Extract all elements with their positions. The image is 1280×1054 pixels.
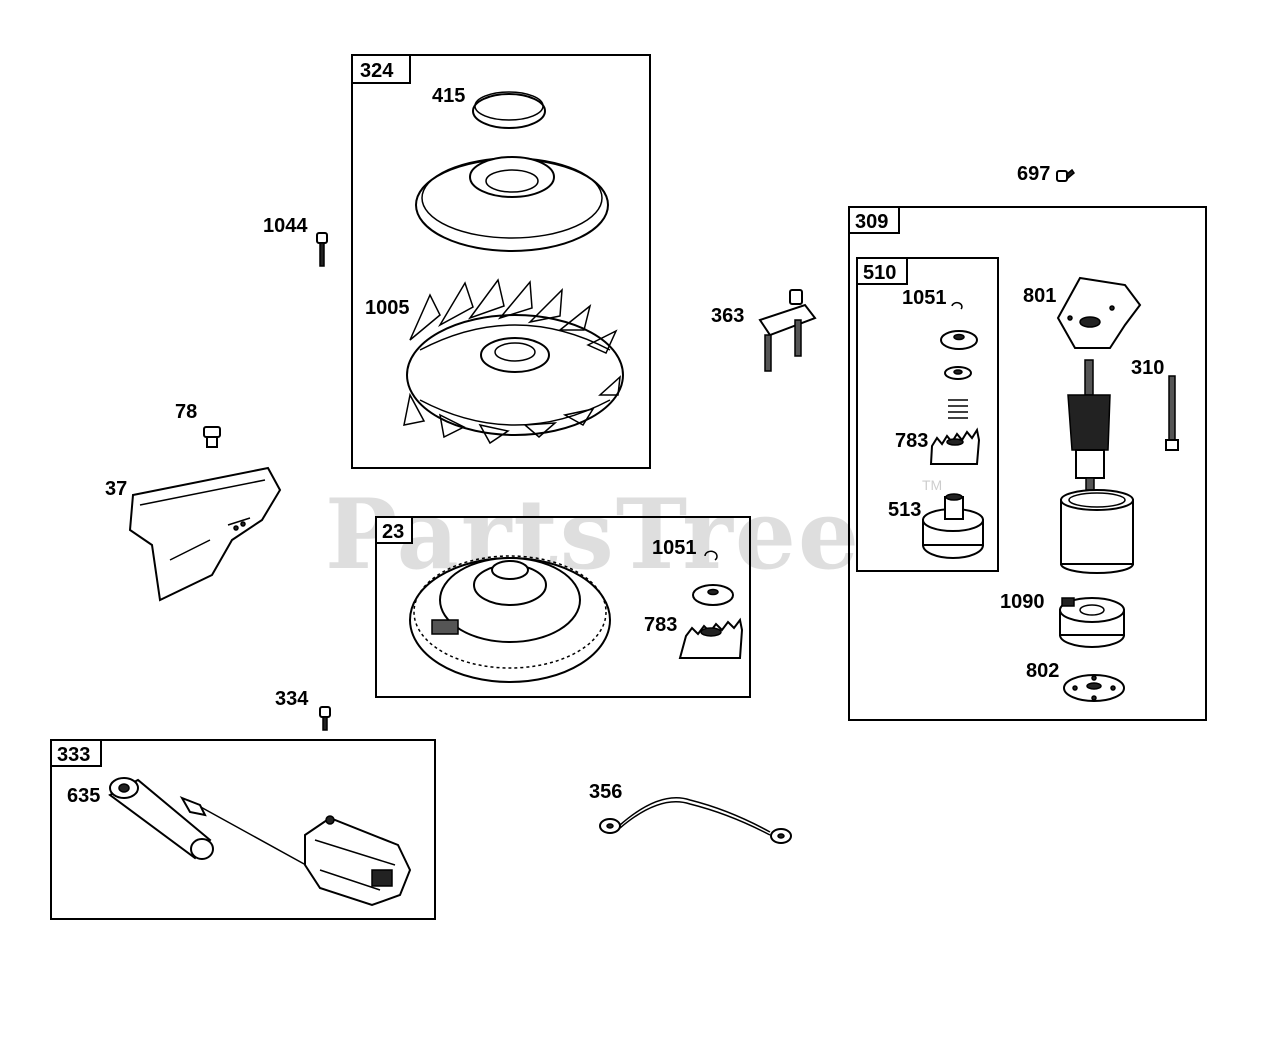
callout-783-b[interactable]: 783 (644, 614, 677, 636)
group-23-box (375, 516, 751, 698)
callout-1044[interactable]: 1044 (263, 215, 308, 237)
part-1044-screw[interactable] (316, 232, 328, 267)
callout-513[interactable]: 513 (888, 499, 921, 521)
callout-697[interactable]: 697 (1017, 163, 1050, 185)
group-324: 324 (351, 54, 651, 469)
group-309-label[interactable]: 309 (855, 211, 888, 233)
part-armature[interactable] (1067, 359, 1111, 491)
callout-310[interactable]: 310 (1131, 357, 1164, 379)
part-363-bracket[interactable] (758, 289, 817, 372)
callout-1051-a[interactable]: 1051 (902, 287, 947, 309)
group-333: 333 (50, 739, 436, 920)
callout-78[interactable]: 78 (175, 401, 197, 423)
group-324-label[interactable]: 324 (360, 60, 394, 82)
callout-635[interactable]: 635 (67, 785, 100, 807)
part-334-screw[interactable] (319, 706, 331, 731)
part-1090-endcap[interactable] (1059, 597, 1125, 648)
callout-1090[interactable]: 1090 (1000, 591, 1045, 613)
part-ring[interactable] (944, 366, 972, 380)
part-697-screw[interactable] (1056, 168, 1075, 182)
group-324-box (351, 54, 651, 469)
group-510-box (856, 257, 999, 572)
callout-1051-b[interactable]: 1051 (652, 537, 697, 559)
part-333-coil[interactable] (179, 796, 412, 907)
group-333-label[interactable]: 333 (57, 744, 90, 766)
group-510: 510 (856, 257, 999, 572)
part-37-shroud[interactable] (128, 466, 282, 602)
callout-334[interactable]: 334 (275, 688, 309, 710)
part-washer-b[interactable] (692, 584, 734, 606)
group-309-box (848, 206, 1207, 721)
part-513-drive[interactable] (922, 493, 984, 559)
group-23-tag (375, 516, 413, 544)
part-23-flywheel[interactable] (409, 555, 611, 683)
watermark-text: PartsTree (325, 478, 861, 591)
part-310-bolt[interactable] (1165, 375, 1179, 451)
part-415-cap[interactable] (472, 91, 546, 129)
callout-1005[interactable]: 1005 (365, 297, 410, 319)
part-spring[interactable] (948, 399, 968, 419)
callout-801[interactable]: 801 (1023, 285, 1056, 307)
callout-802[interactable]: 802 (1026, 660, 1059, 682)
part-801-plate[interactable] (1056, 276, 1142, 349)
part-635-boot[interactable] (108, 777, 214, 860)
part-783-gear-b[interactable] (678, 617, 744, 659)
watermark: PartsTree TM (325, 477, 942, 591)
callout-356[interactable]: 356 (589, 781, 622, 803)
group-333-tag (50, 739, 102, 767)
callout-37[interactable]: 37 (105, 478, 127, 500)
part-356-wire[interactable] (599, 797, 792, 844)
group-309-tag (848, 206, 900, 234)
group-23-label[interactable]: 23 (382, 521, 404, 543)
group-23: 23 (375, 516, 751, 698)
part-783-gear-a[interactable] (929, 427, 981, 465)
watermark-tm: TM (922, 477, 942, 493)
part-1051-clip-a[interactable] (951, 301, 963, 310)
callout-363[interactable]: 363 (711, 305, 744, 327)
group-309: 309 (848, 206, 1207, 721)
part-78-bolt[interactable] (203, 426, 221, 448)
part-starter-frame[interactable] (1060, 489, 1134, 574)
part-washer-a[interactable] (940, 330, 978, 350)
part-1051-clip-b[interactable] (704, 550, 718, 561)
callout-415[interactable]: 415 (432, 85, 465, 107)
group-333-box (50, 739, 436, 920)
group-510-label[interactable]: 510 (863, 262, 896, 284)
part-324-housing[interactable] (415, 156, 609, 252)
part-1005-fan[interactable] (403, 278, 624, 445)
callout-783-a[interactable]: 783 (895, 430, 928, 452)
group-510-tag (856, 257, 908, 285)
part-802-brushplate[interactable] (1063, 674, 1125, 702)
group-324-tag (351, 54, 411, 84)
